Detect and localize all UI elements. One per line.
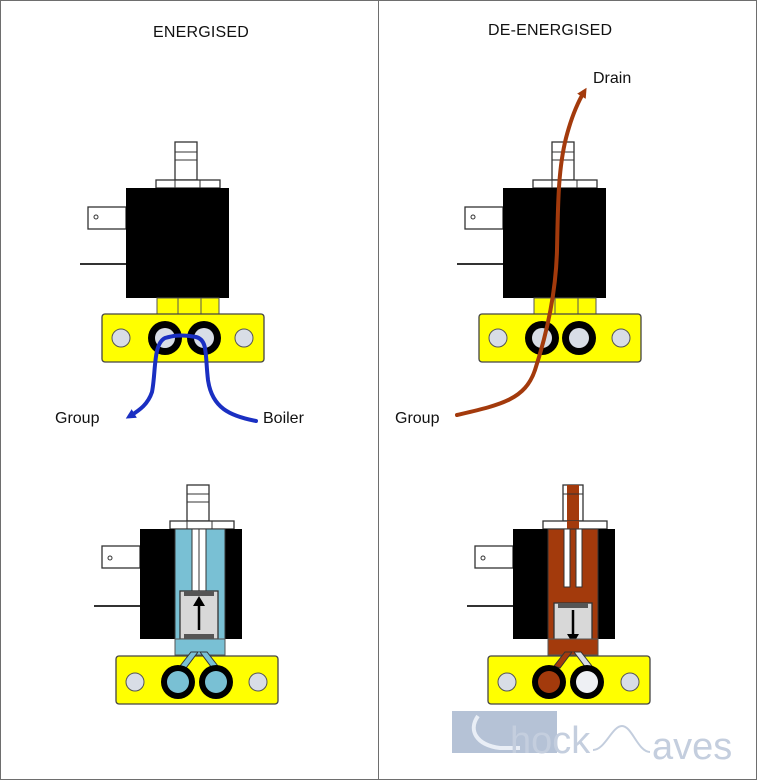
mounting-hole	[620, 672, 640, 692]
watermark-text-a: hock	[510, 720, 591, 762]
valve-de-energised-cutaway	[467, 484, 651, 705]
spade-terminal	[87, 206, 127, 230]
spade-terminal	[101, 545, 141, 569]
label-drain: Drain	[593, 70, 632, 87]
flow-arrow-energised	[125, 333, 258, 423]
nut	[155, 179, 221, 189]
mounting-hole	[611, 328, 631, 348]
outlet-spout	[186, 484, 210, 522]
label-group-right: Group	[395, 410, 440, 427]
collar	[174, 638, 226, 656]
mounting-hole	[111, 328, 131, 348]
mounting-hole	[488, 328, 508, 348]
spade-terminal	[474, 545, 514, 569]
panel-divider	[378, 0, 379, 780]
watermark-logo	[452, 711, 651, 753]
heading-energised: ENERGISED	[153, 24, 250, 41]
label-group-left: Group	[55, 410, 100, 427]
spade-terminal	[464, 206, 504, 230]
mounting-base	[478, 313, 642, 363]
valve-energised-external	[80, 141, 265, 423]
valve-de-energised-external	[455, 87, 642, 417]
flow-arrow-de-energised	[455, 87, 587, 417]
heading-de-energised: DE-ENERGISED	[488, 22, 613, 39]
mounting-hole	[497, 672, 517, 692]
mounting-base	[115, 655, 279, 705]
coil	[126, 188, 229, 298]
collar	[547, 638, 599, 656]
mounting-base	[101, 313, 265, 363]
mounting-hole	[248, 672, 268, 692]
outlet-spout	[174, 141, 198, 181]
label-boiler: Boiler	[263, 410, 304, 427]
watermark-text-b: aves	[652, 726, 733, 768]
nut	[532, 179, 598, 189]
collar	[533, 297, 597, 315]
collar	[156, 297, 220, 315]
valve-energised-cutaway	[94, 484, 279, 705]
mounting-hole	[234, 328, 254, 348]
mounting-hole	[125, 672, 145, 692]
nut	[169, 520, 235, 530]
